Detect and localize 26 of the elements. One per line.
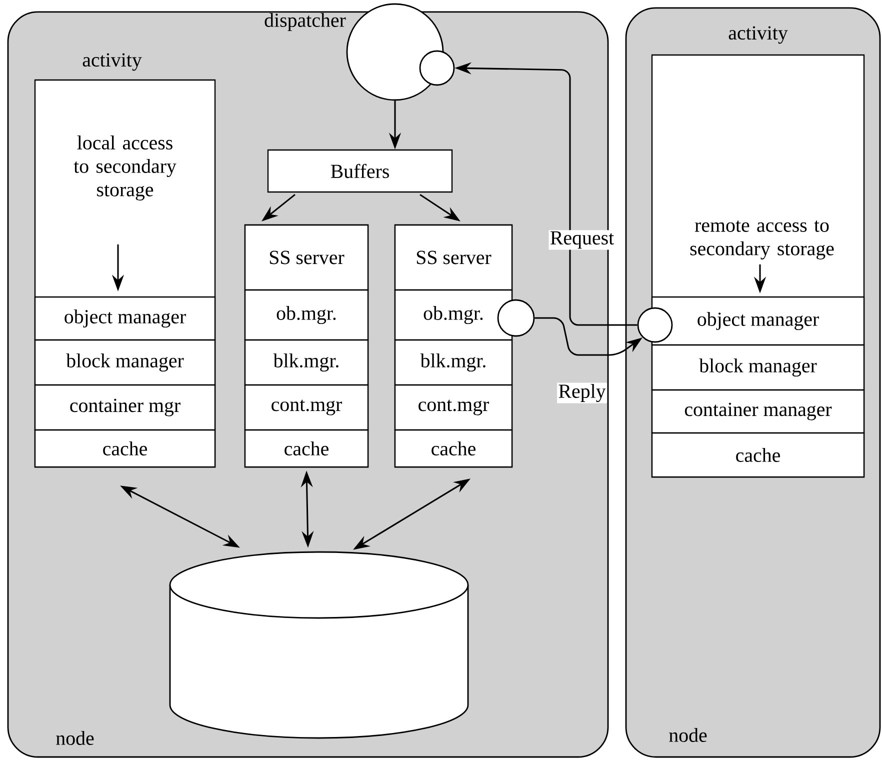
port-circle xyxy=(637,307,673,343)
buffer-box: Buffers xyxy=(267,149,453,193)
table-cell: cont.mgr xyxy=(244,384,369,431)
table-cell: cont.mgr xyxy=(394,384,513,431)
edge-label: Reply xyxy=(557,382,607,404)
port-circle xyxy=(497,299,535,337)
table-cell: SS server xyxy=(394,224,513,291)
node-label: activity xyxy=(82,53,142,71)
edge-label: Request xyxy=(548,230,616,250)
table-cell: object manager xyxy=(34,296,216,341)
table-cell: ob.mgr. xyxy=(244,289,369,341)
table-cell: blk.mgr. xyxy=(394,339,513,386)
node-label: dispatcher xyxy=(264,12,346,32)
table-cell: blk.mgr. xyxy=(244,339,369,386)
table-cell: SS server xyxy=(244,224,369,291)
table-cell: container manager xyxy=(651,389,865,434)
table-cell: cache xyxy=(34,429,216,468)
table-cell: block manager xyxy=(34,339,216,386)
table-cell: cache xyxy=(651,432,865,478)
table-cell: block manager xyxy=(651,344,865,391)
node-label: activity xyxy=(728,26,788,44)
table-cell: container mgr xyxy=(34,384,216,431)
table-cell: cache xyxy=(394,429,513,468)
port-circle xyxy=(419,50,455,86)
disk-cylinder xyxy=(169,551,469,739)
table-cell: cache xyxy=(244,429,369,468)
